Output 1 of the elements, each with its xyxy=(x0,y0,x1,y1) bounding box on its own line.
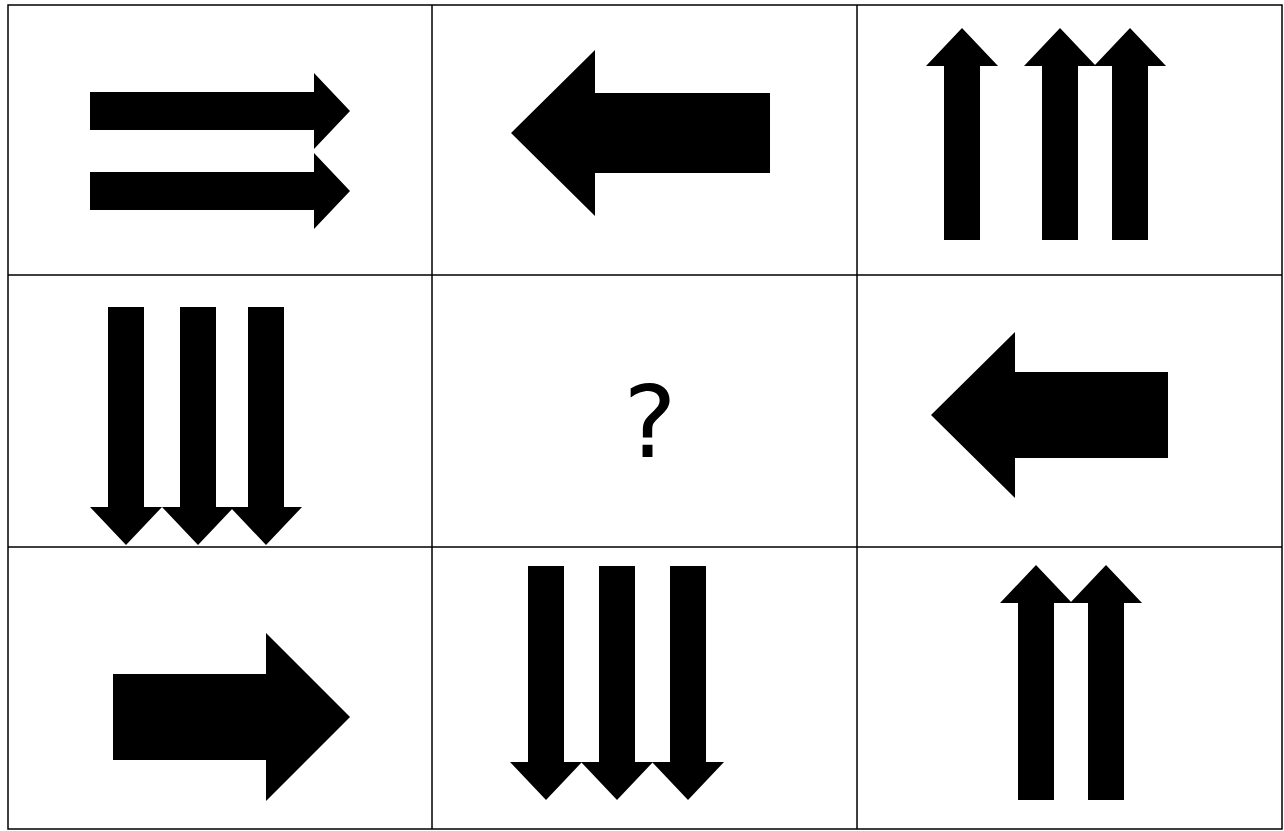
question-mark: ? xyxy=(630,382,670,458)
